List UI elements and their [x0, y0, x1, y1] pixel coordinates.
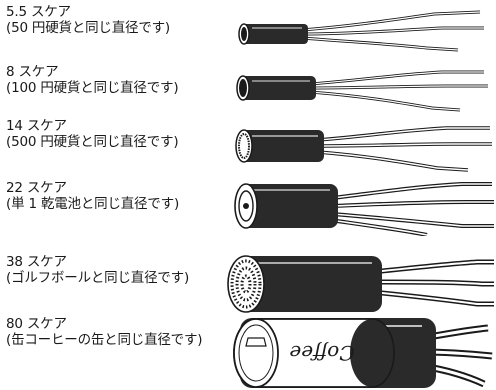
cable-size-comparison: (50 円硬貨と同じ直径です) [6, 20, 171, 36]
cable-label: 5.5 スケア (50 円硬貨と同じ直径です) [6, 4, 228, 36]
cable-8-illustration [236, 70, 488, 112]
cable-38-illustration [227, 255, 494, 313]
cable-size: 80 スケア [6, 316, 67, 332]
cable-label: 38 スケア (ゴルフボールと同じ直径です) [6, 254, 228, 286]
cable-5-5-illustration [238, 10, 484, 52]
cable-size-comparison: (ゴルフボールと同じ直径です) [6, 270, 190, 286]
cable-22-illustration [234, 182, 494, 236]
cable-label: 14 スケア (500 円硬貨と同じ直径です) [6, 118, 228, 150]
cable-label: 22 スケア (単 1 乾電池と同じ直径です) [6, 180, 228, 212]
can-label: Coffee [289, 341, 354, 365]
cable-size: 5.5 スケア [6, 4, 71, 20]
cable-label: 8 スケア (100 円硬貨と同じ直径です) [6, 64, 228, 96]
cable-size: 22 スケア [6, 180, 67, 196]
cable-14-illustration [235, 126, 492, 172]
cable-size: 14 スケア [6, 118, 67, 134]
cable-size-comparison: (缶コーヒーの缶と同じ直径です) [6, 332, 203, 348]
cable-label: 80 スケア (缶コーヒーの缶と同じ直径です) [6, 316, 228, 348]
cable-size-comparison: (100 円硬貨と同じ直径です) [6, 80, 179, 96]
cable-size: 8 スケア [6, 64, 59, 80]
cable-size: 38 スケア [6, 254, 67, 270]
cable-size-comparison: (500 円硬貨と同じ直径です) [6, 134, 179, 150]
cable-80-illustration: Coffee [233, 318, 493, 388]
cable-size-comparison: (単 1 乾電池と同じ直径です) [6, 196, 180, 212]
